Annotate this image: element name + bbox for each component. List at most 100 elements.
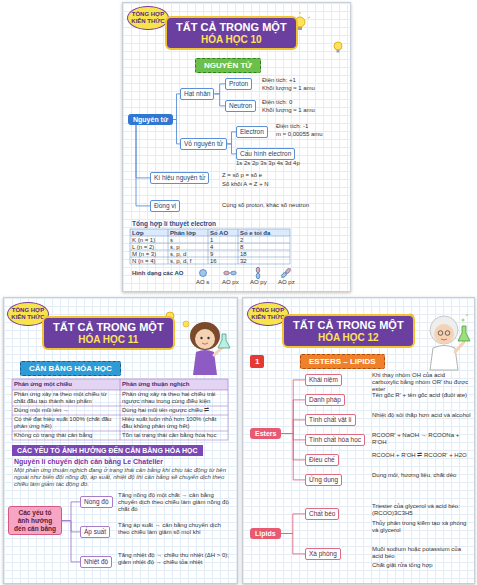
connector-line [281, 400, 305, 434]
label-text: Lớp [132, 230, 168, 237]
label-text: N (n = 4) [132, 258, 168, 265]
subtitle-text: HÓA HỌC 11 [53, 334, 164, 346]
center-node: Nguyên tử [128, 114, 173, 125]
section-bar: CÁC YẾU TỐ ẢNH HƯỞNG ĐẾN CÂN BẰNG HÓA HỌ… [12, 445, 203, 456]
label-text: 1 [210, 237, 238, 244]
branch-node: Danh pháp [305, 394, 345, 406]
node-text: 1 [255, 357, 259, 366]
title-banner: TẤT CẢ TRONG MỘTHÓA HỌC 12 [282, 314, 415, 348]
node-text: CÂN BẰNG HÓA HỌC [29, 364, 112, 373]
table-grid [12, 379, 228, 440]
label-text: Hình dạng các AO [132, 270, 183, 277]
branch-node: Proton [225, 78, 252, 90]
node-text: Lipids [255, 530, 276, 537]
center-node: Esters [250, 428, 281, 439]
node-text: TỔNG HỢP KIẾN THỨC [131, 11, 165, 25]
label-text: Tăng áp suất → cân bằng chuyển dịch theo… [118, 522, 232, 536]
label-text: 2 [240, 237, 288, 244]
node-text: ESTERS – LIPIDS [309, 357, 376, 366]
node-text: Xà phòng [309, 550, 337, 558]
label-text: 9 [210, 251, 238, 258]
node-text: Khái niệm [309, 376, 338, 384]
label-text: Điện tích: 0 [262, 99, 292, 106]
branch-node: Nhiệt độ [80, 556, 112, 568]
label-text: M (n = 3) [132, 251, 168, 258]
branch-node: Áp suất [80, 526, 110, 538]
label-text: AO s [196, 279, 209, 286]
node-text: Ứng dụng [309, 476, 338, 484]
label-text: 16 [210, 258, 238, 265]
label-text: s [170, 237, 208, 244]
connector-line [281, 380, 305, 434]
node-text: Electron [240, 128, 264, 136]
node-text: Tính chất hóa học [309, 436, 361, 444]
label-text: Thủy phân trong kiềm tạo xà phòng và gly… [372, 520, 472, 534]
label-text: Một phản ứng thuận nghịch đang ở trạng t… [14, 467, 229, 488]
label-text: Tồn tại trạng thái cân bằng hóa học [122, 432, 224, 439]
subtitle-text: HÓA HỌC 12 [293, 332, 404, 344]
label-text: Nhiệt độ sôi thấp hơn acid và alcohol [372, 412, 472, 419]
label-text: Muối sodium hoặc potassium của acid béo [372, 546, 472, 560]
label-text: Phản ứng thuận nghịch [122, 381, 224, 388]
label-text: Không có trạng thái cân bằng [14, 432, 116, 439]
label-text: 8 [240, 244, 288, 251]
label-text: s, p, d, f [170, 258, 208, 265]
center-node: Lipids [250, 528, 281, 539]
label-text: Chất giặt rửa tổng hợp [372, 562, 472, 569]
label-text: Phân lớp [170, 230, 208, 237]
label-text: Phản ứng xảy ra theo một chiều từ chất đ… [14, 391, 116, 405]
branch-node: Nồng độ [80, 496, 113, 508]
node-text: Các yếu tố ảnh hưởng đến cân bằng [12, 509, 58, 532]
label-text: Dung môi, hương liệu, chất dẻo [372, 472, 472, 479]
label-text: Phản ứng xảy ra theo hai chiều trái ngượ… [122, 391, 224, 405]
node-text: Neutron [229, 102, 252, 110]
section-ribbon: CÂN BẰNG HÓA HỌC [20, 361, 121, 376]
node-text: Danh pháp [309, 396, 341, 404]
node-text: Áp suất [84, 528, 106, 536]
label-text: Tổng hợp lí thuyết electron [132, 220, 216, 227]
orbital-symbol [200, 267, 292, 279]
label-text: 1s 2s 2p 3s 3p 4s 3d 4p [236, 160, 336, 167]
label-text: AO pz [278, 279, 295, 286]
section-number: 1 [250, 355, 264, 368]
connector-line [62, 502, 80, 521]
label-text: Triester của glycerol và acid béo: (RCOO… [372, 503, 472, 517]
node-text: Nguyên tử [133, 116, 168, 123]
label-text: AO px [222, 279, 239, 286]
connector-line [136, 125, 150, 206]
branch-node: Kí hiệu nguyên tử [150, 172, 209, 184]
label-text: s, p [170, 244, 208, 251]
label-text: RCOOH + R'OH ⇌ RCOOR' + H2O [372, 452, 472, 459]
node-text: CÁC YẾU TỐ ẢNH HƯỞNG ĐẾN CÂN BẰNG HÓA HỌ… [17, 447, 198, 454]
connector-line [227, 132, 236, 144]
label-text: Có thể đạt hiệu suất 100% (chất đầu phản… [14, 416, 116, 430]
girl-illustration [183, 321, 230, 375]
branch-node: Chất béo [305, 508, 339, 520]
connector-line [281, 434, 305, 480]
node-text: Esters [255, 430, 276, 437]
section-ribbon: NGUYÊN TỬ [195, 58, 261, 73]
label-text: K (n = 1) [132, 237, 168, 244]
branch-node: Đồng vị [150, 200, 180, 212]
branch-node: Ứng dụng [305, 474, 342, 486]
branch-node: Điều chế [305, 454, 339, 466]
connector-line [173, 94, 180, 120]
connector-line [281, 534, 305, 554]
title-banner: TẤT CẢ TRONG MỘTHÓA HỌC 10 [165, 16, 298, 50]
label-text: Số AO [210, 230, 238, 237]
label-text: Hiệu suất luôn nhỏ hơn 100% (chất đầu kh… [122, 416, 224, 430]
label-text: Tên gốc R' + tên gốc acid (đuôi ate) [372, 392, 472, 399]
branch-node: Neutron [225, 100, 256, 112]
label-text: Điện tích: +1 [262, 77, 296, 84]
node-text: Proton [229, 80, 248, 88]
label-text: Khi thay nhóm OH của acid carboxylic bằn… [372, 372, 472, 393]
node-text: NGUYÊN TỬ [204, 61, 252, 70]
branch-node: Vỏ nguyên tử [180, 138, 227, 150]
connector-line [281, 420, 305, 434]
connector-line [227, 144, 236, 154]
branch-node: Electron [236, 126, 268, 138]
connector-line [62, 521, 80, 562]
node-text: TỔNG HỢP KIẾN THỨC [251, 307, 285, 321]
label-text: Z = số p = số e [222, 172, 262, 179]
node-text: Vỏ nguyên tử [184, 140, 223, 148]
